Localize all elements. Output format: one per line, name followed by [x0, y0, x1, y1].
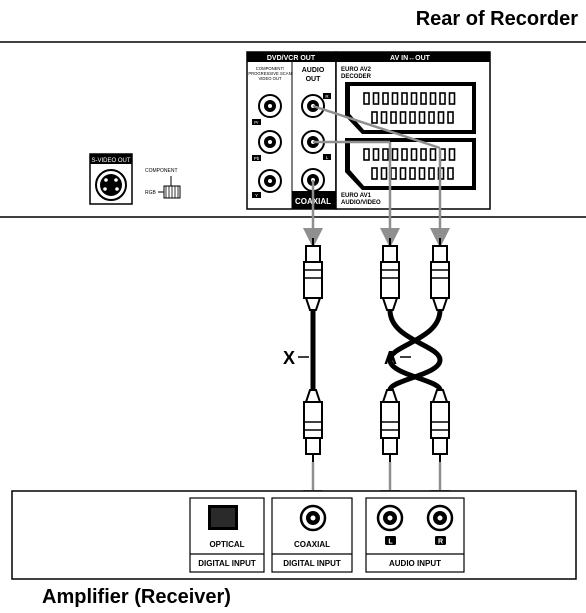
svg-text:COMPONENT: COMPONENT: [145, 168, 178, 174]
svg-text:PROGRESSIVE SCAN: PROGRESSIVE SCAN: [248, 71, 291, 76]
scart-pin: [418, 111, 426, 124]
scart-pin: [447, 111, 454, 124]
scart-pin: [372, 92, 380, 105]
scart-pin: [409, 167, 416, 180]
scart-pin: [448, 92, 456, 105]
svg-text:DIGITAL INPUT: DIGITAL INPUT: [283, 559, 341, 568]
scart-pin: [420, 92, 427, 105]
scart-pin: [410, 148, 418, 161]
scart-pin: [418, 167, 426, 180]
scart-pin: [439, 92, 446, 105]
svg-text:EURO AV1: EURO AV1: [341, 193, 372, 199]
scart-pin: [391, 92, 399, 105]
scart-pin: [382, 92, 389, 105]
svg-text:COAXIAL: COAXIAL: [294, 540, 330, 549]
scart-pin: [401, 92, 408, 105]
coaxial-cable-x: [298, 238, 323, 462]
scart-av2-pins: [363, 92, 456, 124]
component-jack-pb: Pb: [252, 130, 282, 161]
audio-signal-lines: [303, 104, 450, 248]
amplifier-title: Amplifier (Receiver): [42, 586, 231, 608]
scart-pin: [428, 111, 435, 124]
svg-text:L: L: [388, 539, 393, 546]
svg-text:VIDEO OUT: VIDEO OUT: [258, 76, 281, 81]
scart-pin: [447, 167, 454, 180]
svg-text:EURO AV2: EURO AV2: [341, 67, 372, 73]
svg-text:RGB: RGB: [145, 190, 157, 196]
component-jack-pr: Pr: [252, 94, 282, 125]
svg-text:DECODER: DECODER: [341, 74, 372, 80]
svg-text:AUDIO INPUT: AUDIO INPUT: [389, 559, 441, 568]
svg-text:DVD/VCR OUT: DVD/VCR OUT: [267, 55, 316, 62]
cable-x-label: X: [283, 348, 295, 368]
cable-a-label: A: [384, 348, 397, 368]
scart-pin: [410, 92, 418, 105]
svg-text:L: L: [326, 155, 329, 160]
svideo-output: S-VIDEO OUT: [89, 153, 133, 205]
scart-pin: [382, 148, 389, 161]
av-in-out-group: AV IN↔OUT EURO AV2 DECODER EURO AV1 AUDI…: [335, 51, 491, 210]
svg-text:S-VIDEO OUT: S-VIDEO OUT: [91, 158, 130, 164]
svg-text:OPTICAL: OPTICAL: [209, 540, 244, 549]
scart-pin: [401, 148, 408, 161]
scart-pin: [390, 111, 397, 124]
scart-pin: [371, 111, 378, 124]
svg-text:AUDIO/VIDEO: AUDIO/VIDEO: [341, 200, 381, 206]
svg-text:R: R: [438, 539, 443, 546]
svg-text:DIGITAL INPUT: DIGITAL INPUT: [198, 559, 256, 568]
svg-text:AV IN↔OUT: AV IN↔OUT: [390, 55, 431, 62]
coaxial-input-block: COAXIAL DIGITAL INPUT: [271, 497, 353, 573]
scart-av1-pins: [363, 148, 456, 180]
scart-pin: [448, 148, 456, 161]
scart-pin: [420, 148, 427, 161]
scart-pin: [371, 167, 378, 180]
scart-pin: [429, 92, 437, 105]
svg-text:AUDIO: AUDIO: [302, 67, 325, 74]
recorder-title: Rear of Recorder: [415, 8, 578, 30]
svg-text:Y: Y: [255, 193, 258, 198]
scart-pin: [391, 148, 399, 161]
component-rgb-switch: COMPONENT RGB: [145, 168, 181, 199]
scart-pin: [399, 111, 407, 124]
audio-cable-a: [380, 238, 450, 462]
scart-pin: [380, 167, 388, 180]
scart-pin: [363, 92, 370, 105]
scart-pin: [428, 167, 435, 180]
scart-pin: [380, 111, 388, 124]
scart-pin: [429, 148, 437, 161]
svg-text:R: R: [325, 94, 329, 99]
scart-pin: [409, 111, 416, 124]
optical-input-block: OPTICAL DIGITAL INPUT: [189, 497, 265, 573]
svg-text:Pr: Pr: [254, 120, 259, 125]
scart-pin: [437, 111, 445, 124]
svg-text:Pb: Pb: [254, 156, 260, 161]
scart-pin: [363, 148, 370, 161]
component-jack-y: Y: [252, 169, 282, 198]
scart-pin: [399, 167, 407, 180]
audio-input-block: L R AUDIO INPUT: [365, 497, 465, 573]
svg-text:OUT: OUT: [306, 76, 322, 83]
scart-pin: [372, 148, 380, 161]
svg-text:COMPONENT/: COMPONENT/: [256, 66, 285, 71]
